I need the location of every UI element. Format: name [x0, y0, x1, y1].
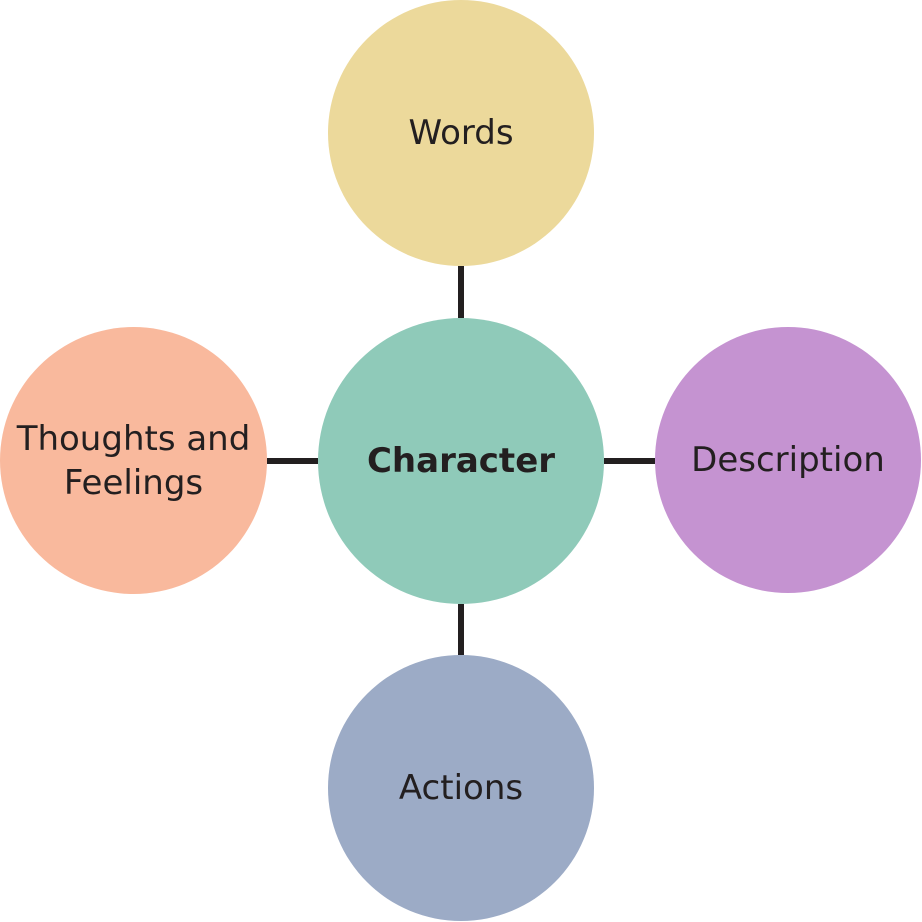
node-actions-label: Actions: [398, 768, 524, 808]
node-character: Character: [318, 318, 604, 604]
node-words-label: Words: [408, 113, 514, 153]
node-words: Words: [328, 0, 594, 266]
node-actions: Actions: [328, 655, 594, 921]
node-description: Description: [655, 327, 921, 593]
node-thoughts-label: Thoughts and Feelings: [16, 418, 251, 503]
node-character-label: Character: [366, 441, 556, 481]
node-thoughts-and-feelings: Thoughts and Feelings: [0, 327, 267, 594]
node-description-label: Description: [691, 440, 885, 480]
